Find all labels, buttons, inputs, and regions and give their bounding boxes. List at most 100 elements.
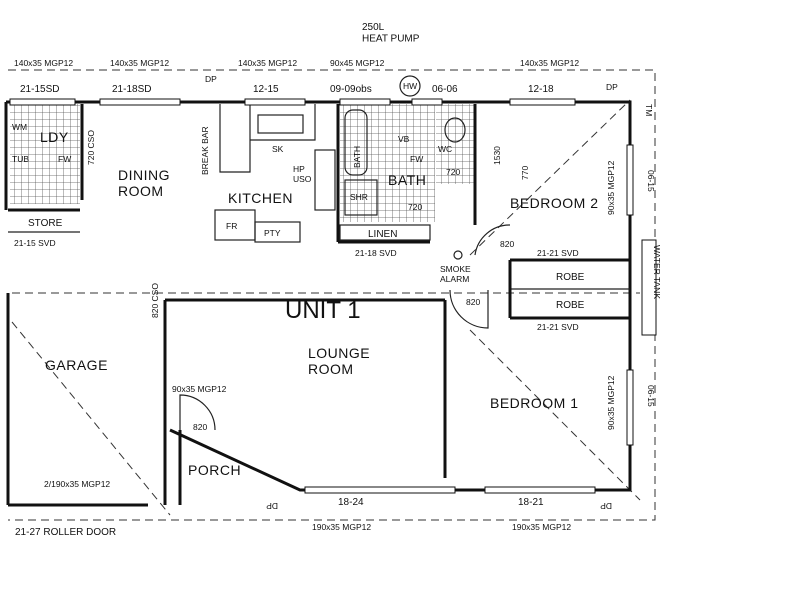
fixture-water-tank: WATER TANK: [652, 245, 662, 299]
dim-roller-door: 21-27 ROLLER DOOR: [15, 527, 116, 538]
door-porch: [179, 394, 216, 431]
window-w1: [9, 98, 76, 106]
fixture-dp-1: DP: [205, 74, 217, 84]
hw-unit-icon: [399, 75, 421, 97]
window-r2: [626, 369, 634, 446]
linen-cupboard: [339, 224, 431, 241]
dim-bottom-beam-2: 190x35 MGP12: [512, 522, 571, 532]
room-bedroom1: BEDROOM 1: [490, 395, 579, 411]
dim-w4: 09-09obs: [330, 84, 372, 95]
dim-svd-2: 21-18 SVD: [355, 248, 397, 258]
dim-b1: 18-24: [338, 497, 364, 508]
dim-svd-3: 21-21 SVD: [537, 248, 579, 258]
dim-svd-4: 21-21 SVD: [537, 322, 579, 332]
hip-line-1: [11, 321, 171, 516]
fixture-fw-bath: FW: [410, 154, 423, 164]
dim-820b: 820: [466, 297, 480, 307]
dim-w6: 12-18: [528, 84, 554, 95]
window-w4: [339, 98, 391, 106]
outer-wall: [6, 100, 632, 492]
hotplate: [314, 149, 336, 211]
fixture-bath: BATH: [352, 146, 362, 168]
dim-rb-2: 90x35 MGP12: [606, 375, 616, 430]
dim-1530: 1530: [492, 146, 502, 165]
kitchen-bench: [250, 104, 316, 141]
window-w2: [99, 98, 181, 106]
room-linen: LINEN: [368, 229, 397, 240]
dim-garage-beam: 2/190x35 MGP12: [44, 479, 110, 489]
dim-cso-2: 820 CSO: [150, 283, 160, 318]
fixture-break-bar: BREAK BAR: [200, 126, 210, 175]
fixture-dp-2: DP: [606, 82, 618, 92]
unit-title: UNIT 1: [285, 297, 361, 324]
fixture-pty: PTY: [264, 228, 281, 238]
door-bedroom2: [474, 224, 511, 256]
fixture-tub: TUB: [12, 154, 29, 164]
dim-720a: 720: [446, 167, 460, 177]
hw-label: HW: [403, 81, 417, 91]
dim-top-beam-3: 140x35 MGP12: [238, 58, 297, 68]
eave-line: [8, 69, 656, 521]
wc-tiles: [436, 104, 474, 184]
window-r1: [626, 144, 634, 216]
dim-820a: 820: [500, 239, 514, 249]
fixture-wc: WC: [438, 144, 452, 154]
break-bar: [219, 104, 251, 173]
shower: [344, 179, 378, 216]
dim-w2: 21-18SD: [112, 84, 151, 95]
hip-line-3: [469, 99, 631, 256]
window-b2: [484, 486, 596, 494]
window-b1: [304, 486, 456, 494]
room-bedroom2: BEDROOM 2: [510, 195, 599, 211]
door-bedroom1: [449, 289, 489, 329]
window-w3: [244, 98, 306, 106]
fixture-dp-3: DP: [266, 501, 278, 511]
sink: [257, 114, 304, 134]
window-w5: [411, 98, 443, 106]
room-porch: PORCH: [188, 462, 241, 478]
laundry-tiles: [10, 104, 80, 204]
toilet: [444, 117, 466, 143]
dim-rb-1: 90x35 MGP12: [606, 160, 616, 215]
dim-cso-1: 720 CSO: [86, 130, 96, 165]
room-kitchen: KITCHEN: [228, 190, 293, 206]
fixture-sk: SK: [272, 144, 284, 154]
fixture-wm: WM: [12, 122, 27, 132]
fixture-fw-ldy: FW: [58, 154, 71, 164]
dim-top-beam-5: 140x35 MGP12: [520, 58, 579, 68]
dim-bottom-beam-1: 190x35 MGP12: [312, 522, 371, 532]
dim-b2: 18-21: [518, 497, 544, 508]
room-garage: GARAGE: [45, 357, 108, 373]
window-w6: [509, 98, 576, 106]
dim-720b: 720: [408, 202, 422, 212]
dim-porch-beam: 90x35 MGP12: [172, 384, 227, 394]
fixture-shr: SHR: [350, 192, 368, 202]
room-ldy: LDY: [40, 129, 69, 145]
hip-line-2: [469, 329, 641, 501]
water-tank: [641, 239, 657, 336]
pantry: [254, 221, 301, 243]
dim-top-beam-1: 140x35 MGP12: [14, 58, 73, 68]
dim-r2: 06-15: [646, 385, 656, 407]
dim-820c: 820: [193, 422, 207, 432]
fixture-fr: FR: [226, 221, 237, 231]
room-store: STORE: [28, 218, 63, 229]
fixture-vb: VB: [398, 134, 410, 144]
dim-tm: TM: [644, 104, 654, 116]
dim-top-beam-4: 90x45 MGP12: [330, 58, 385, 68]
smoke-alarm-icon: [453, 250, 463, 260]
room-bath: BATH: [388, 172, 426, 188]
dim-r1: 06-15: [646, 170, 656, 192]
dim-w1: 21-15SD: [20, 84, 59, 95]
dim-770: 770: [520, 166, 530, 180]
fixture-dp-4: DP: [600, 501, 612, 511]
bath-tiles: [340, 104, 435, 222]
dim-w3: 12-15: [253, 84, 279, 95]
